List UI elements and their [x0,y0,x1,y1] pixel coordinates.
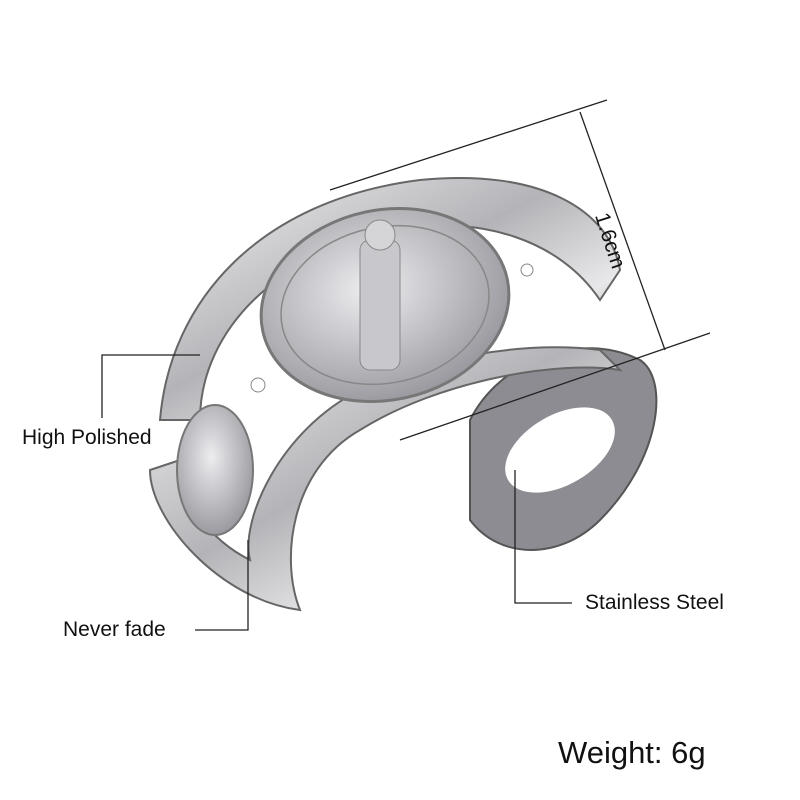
crystal-stone [520,263,534,277]
stainless-steel-label: Stainless Steel [585,591,724,614]
weight-label: Weight: 6g [558,735,706,770]
crystal-stone [250,377,266,393]
ring-opening [505,407,615,493]
side-medallion [176,404,254,536]
saint-figure [359,239,401,371]
never-fade-label: Never fade [63,618,166,641]
high-polished-label: High Polished [22,426,152,449]
dimension-lines [101,99,711,631]
